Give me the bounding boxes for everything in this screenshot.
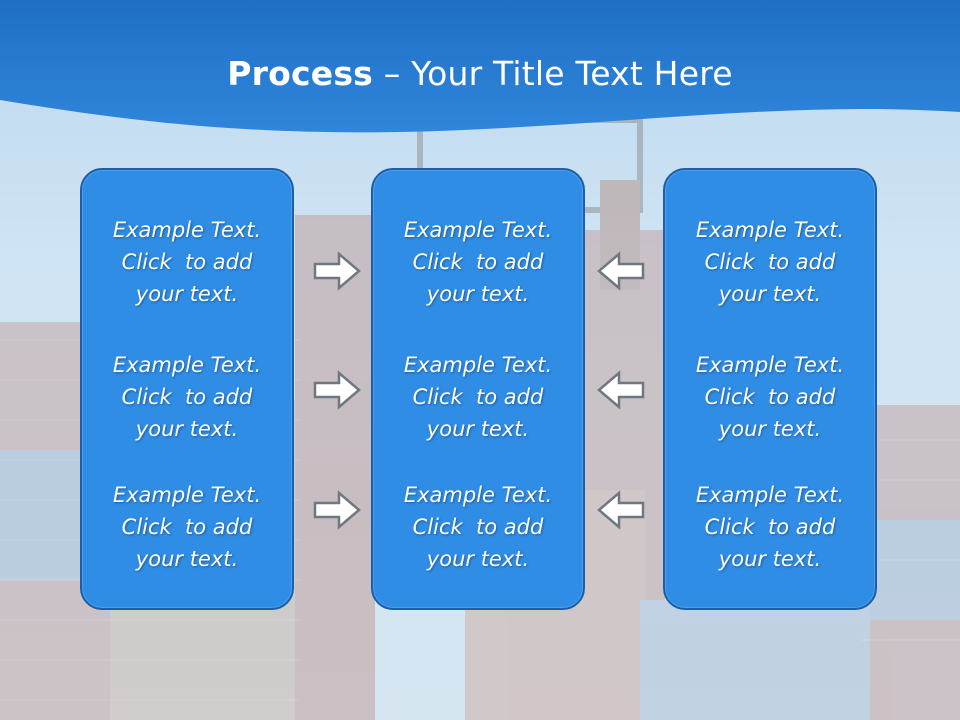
text-line: Click to add bbox=[121, 250, 253, 274]
text-line: your text. bbox=[718, 417, 822, 441]
text-line: Click to add bbox=[704, 385, 836, 409]
text-line: Example Text. bbox=[695, 353, 845, 377]
text-line: Example Text. bbox=[112, 353, 262, 377]
text-line: Click to add bbox=[412, 515, 544, 539]
title-bold: Process bbox=[227, 54, 374, 93]
title-rest: – Your Title Text Here bbox=[373, 54, 733, 93]
arrow-right-icon bbox=[313, 370, 361, 410]
text-line: Example Text. bbox=[695, 218, 845, 242]
arrow-left-icon bbox=[597, 370, 645, 410]
text-placeholder[interactable]: Example Text. Click to add your text. bbox=[373, 349, 583, 445]
arrow-left-icon bbox=[597, 490, 645, 530]
process-box-left[interactable]: Example Text. Click to add your text. Ex… bbox=[80, 168, 294, 610]
text-placeholder[interactable]: Example Text. Click to add your text. bbox=[665, 214, 875, 310]
text-placeholder[interactable]: Example Text. Click to add your text. bbox=[82, 214, 292, 310]
text-line: Example Text. bbox=[403, 353, 553, 377]
text-line: your text. bbox=[426, 417, 530, 441]
arrow-left-icon bbox=[597, 251, 645, 291]
text-line: Example Text. bbox=[695, 483, 845, 507]
process-box-center[interactable]: Example Text. Click to add your text. Ex… bbox=[371, 168, 585, 610]
text-line: Example Text. bbox=[112, 218, 262, 242]
text-line: Click to add bbox=[121, 385, 253, 409]
text-line: Click to add bbox=[704, 250, 836, 274]
arrow-right-icon bbox=[313, 490, 361, 530]
text-line: your text. bbox=[135, 417, 239, 441]
text-placeholder[interactable]: Example Text. Click to add your text. bbox=[665, 479, 875, 575]
text-line: Click to add bbox=[412, 385, 544, 409]
text-line: Click to add bbox=[121, 515, 253, 539]
text-line: your text. bbox=[426, 282, 530, 306]
text-placeholder[interactable]: Example Text. Click to add your text. bbox=[82, 349, 292, 445]
text-line: Example Text. bbox=[403, 483, 553, 507]
header-banner bbox=[0, 0, 960, 133]
text-placeholder[interactable]: Example Text. Click to add your text. bbox=[665, 349, 875, 445]
page-title: Process – Your Title Text Here bbox=[0, 54, 960, 93]
text-placeholder[interactable]: Example Text. Click to add your text. bbox=[82, 479, 292, 575]
text-line: your text. bbox=[718, 547, 822, 571]
process-box-right[interactable]: Example Text. Click to add your text. Ex… bbox=[663, 168, 877, 610]
text-placeholder[interactable]: Example Text. Click to add your text. bbox=[373, 214, 583, 310]
text-line: your text. bbox=[426, 547, 530, 571]
text-line: your text. bbox=[135, 282, 239, 306]
arrow-right-icon bbox=[313, 251, 361, 291]
text-line: Example Text. bbox=[403, 218, 553, 242]
text-line: your text. bbox=[718, 282, 822, 306]
text-placeholder[interactable]: Example Text. Click to add your text. bbox=[373, 479, 583, 575]
text-line: your text. bbox=[135, 547, 239, 571]
text-line: Example Text. bbox=[112, 483, 262, 507]
text-line: Click to add bbox=[412, 250, 544, 274]
text-line: Click to add bbox=[704, 515, 836, 539]
